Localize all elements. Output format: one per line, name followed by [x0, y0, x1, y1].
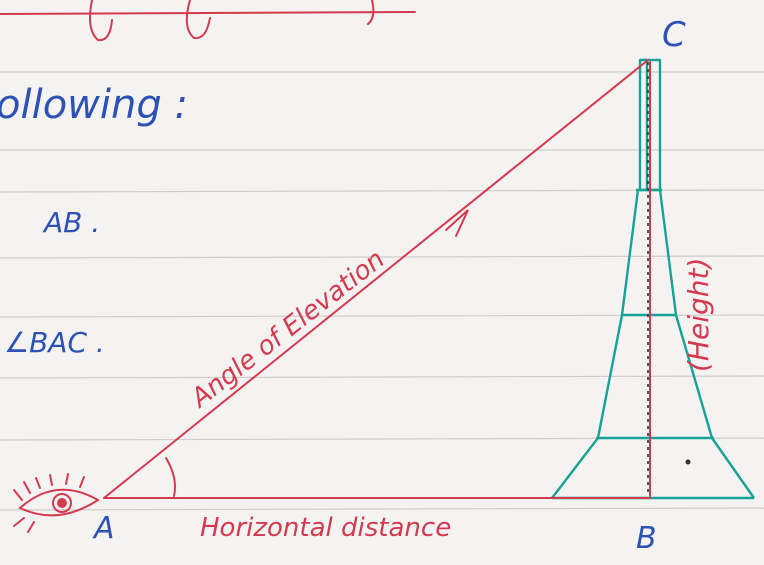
angle-arc	[165, 457, 176, 497]
point-b-label: B	[636, 521, 657, 556]
tower-height-label: (Height)	[682, 258, 715, 372]
notes-item-ab: AB .	[42, 206, 100, 239]
top-red-scribble	[0, 0, 416, 42]
base-label: Horizontal distance	[200, 513, 451, 543]
triangle-lines	[103, 59, 651, 499]
hypotenuse-label: Angle of Elevation	[184, 244, 390, 414]
point-a-label: A	[92, 511, 115, 546]
sight-arrow	[445, 209, 469, 237]
ink-dot	[685, 459, 691, 465]
line-of-sight	[103, 59, 649, 499]
tower-drawing	[551, 58, 755, 500]
tower-right-leg	[658, 189, 755, 499]
tower-left-leg	[551, 189, 640, 499]
notes-item-angle-bac: ∠BAC .	[4, 326, 105, 359]
point-c-label: C	[662, 15, 686, 55]
eye-icon	[13, 473, 100, 533]
rule-lines	[0, 71, 764, 511]
notes-heading-fragment: ollowing :	[0, 82, 188, 128]
